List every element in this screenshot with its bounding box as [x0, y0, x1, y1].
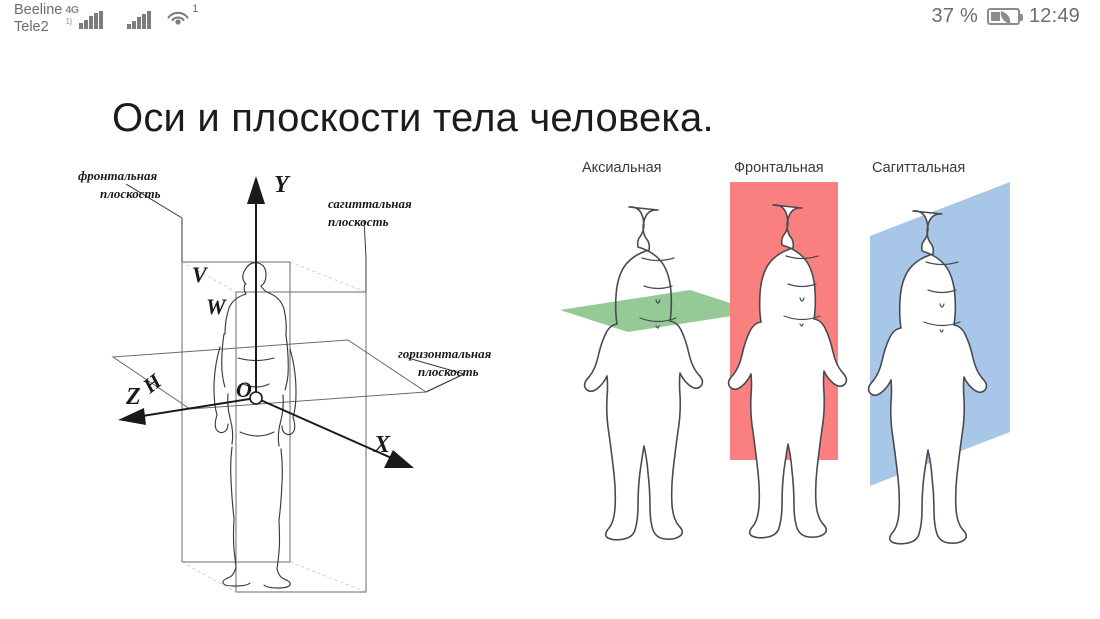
- figure-frontal: [727, 182, 848, 539]
- sagittal-plane-label-line1: сагиттальная: [328, 196, 412, 211]
- plane-label-v: V: [192, 262, 209, 287]
- plane-label-h: H: [138, 369, 167, 399]
- horizontal-plane-label-line2: плоскость: [418, 364, 479, 379]
- status-bar-right: 37 % 12:49: [932, 5, 1080, 28]
- body-planes-colored-figures: Аксиальная Фронтальная Сагиттальная: [552, 160, 1062, 580]
- figure-axial: [560, 206, 758, 541]
- signal-bars-icon: [127, 11, 151, 29]
- network-type-label-2: 1): [65, 17, 72, 26]
- plane-label-w: W: [206, 294, 227, 319]
- horizontal-plane-label-line1: горизонтальная: [398, 346, 492, 361]
- battery-power-saving-icon: [986, 8, 1023, 25]
- figure-label-axial: Аксиальная: [582, 160, 662, 176]
- axis-label-y: Y: [274, 172, 291, 198]
- origin-label-o: O: [236, 377, 252, 402]
- battery-fill: [990, 12, 1000, 21]
- leaf-icon: [999, 10, 1012, 24]
- axis-label-z: Z: [125, 384, 141, 410]
- figure-label-frontal: Фронтальная: [734, 160, 824, 176]
- carrier-name-1: Beeline: [14, 2, 63, 18]
- slide-content[interactable]: Оси и плоскости тела человека.: [0, 42, 1100, 619]
- sagittal-plane-label-line2: плоскость: [328, 214, 389, 229]
- frontal-plane-label-line1: фронтальная: [78, 168, 157, 183]
- axes-and-planes-3d-diagram: Y X Z V W H O фронтальная плоскость саги…: [78, 162, 538, 593]
- carrier-names: Beeline Tele2: [14, 2, 62, 36]
- clock-label: 12:49: [1028, 5, 1080, 27]
- figure-sagittal: [867, 182, 1010, 545]
- status-bar: Beeline Tele2 4G 1) 1 37 %: [0, 0, 1100, 42]
- signal-bars-icon: [79, 11, 103, 29]
- frontal-plane-label-line2: плоскость: [100, 186, 161, 201]
- battery-percent-label: 37 %: [931, 5, 978, 27]
- page-title: Оси и плоскости тела человека.: [112, 96, 714, 140]
- hotspot-icon: 1: [165, 3, 199, 31]
- axis-label-x: X: [373, 432, 391, 458]
- hotspot-count-label: 1: [192, 3, 199, 15]
- signal-indicator-2: [127, 3, 153, 33]
- status-bar-left: Beeline Tele2 4G 1) 1: [14, 2, 199, 36]
- network-type-label-1: 4G: [65, 4, 79, 16]
- figure-label-sagittal: Сагиттальная: [872, 160, 966, 176]
- signal-indicator-1: 4G 1): [65, 3, 111, 33]
- carrier-name-2: Tele2: [14, 19, 49, 35]
